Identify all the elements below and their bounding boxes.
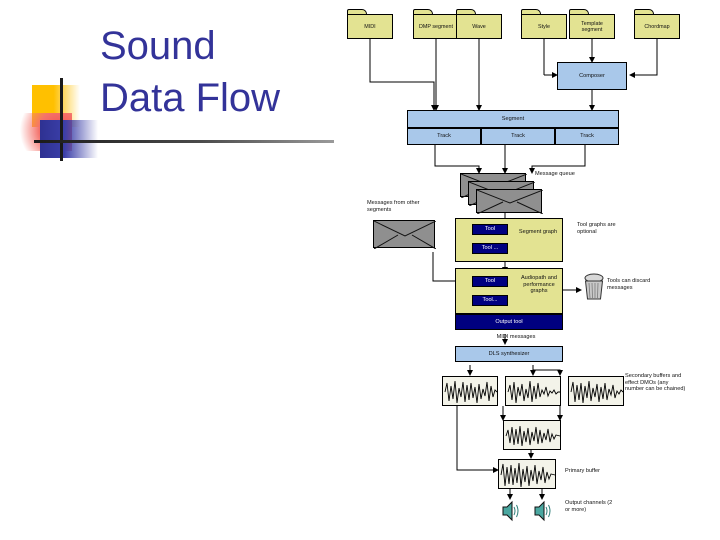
decor-vertical-rule bbox=[60, 78, 63, 161]
source-file-label: DMP segment bbox=[418, 24, 454, 30]
folder-body-icon bbox=[413, 14, 459, 39]
audiopath-tool-1[interactable]: Tool bbox=[472, 276, 508, 287]
folder-body-icon bbox=[521, 14, 567, 39]
folder-tab-icon bbox=[456, 9, 476, 16]
sound-data-flow-diagram: MIDI DMP segment Wave Style Template seg… bbox=[335, 0, 720, 540]
folder-tab-icon bbox=[521, 9, 541, 16]
source-file-midi[interactable]: MIDI bbox=[347, 9, 393, 39]
audiopath-graph-panel: Audiopath and performance graphs bbox=[455, 268, 563, 314]
title-block: Sound Data Flow bbox=[0, 0, 340, 200]
audiopath-graph-label: Audiopath and performance graphs bbox=[520, 275, 558, 295]
segment-track-1[interactable]: Track bbox=[407, 128, 481, 145]
segment-graph-tool-1[interactable]: Tool bbox=[472, 224, 508, 235]
folder-body-icon bbox=[634, 14, 680, 39]
segment-node[interactable]: Segment bbox=[407, 110, 619, 128]
midi-messages-label: MIDI messages bbox=[496, 334, 536, 340]
source-file-style[interactable]: Style bbox=[521, 9, 567, 39]
message-queue-label: Message queue bbox=[535, 171, 575, 177]
composer-node[interactable]: Composer bbox=[557, 62, 627, 90]
other-messages-label: Messages from other segments bbox=[367, 200, 420, 213]
speaker-icon-right bbox=[532, 500, 552, 522]
decor-blue-square bbox=[40, 120, 98, 158]
folder-body-icon bbox=[569, 14, 615, 39]
message-queue-envelope-1 bbox=[476, 189, 543, 214]
folder-tab-icon bbox=[347, 9, 367, 16]
secondary-buffer-3 bbox=[568, 376, 624, 406]
source-file-wave[interactable]: Wave bbox=[456, 9, 502, 39]
segment-graph-tool-2[interactable]: Tool ... bbox=[472, 243, 508, 254]
source-file-template-segment[interactable]: Template segment bbox=[569, 9, 615, 39]
source-file-label: Style bbox=[538, 24, 550, 30]
folder-tab-icon bbox=[634, 9, 654, 16]
other-messages-envelope bbox=[373, 220, 436, 249]
folder-body-icon bbox=[347, 14, 393, 39]
decor-horizontal-rule bbox=[34, 140, 334, 143]
source-file-dmp-segment[interactable]: DMP segment bbox=[413, 9, 459, 39]
source-file-label: Chordmap bbox=[644, 24, 670, 30]
segment-graph-label: Segment graph bbox=[518, 229, 558, 235]
speaker-icon-left bbox=[500, 500, 520, 522]
segment-track-2[interactable]: Track bbox=[481, 128, 555, 145]
secondary-buffer-2 bbox=[505, 376, 561, 406]
output-channels-label: Output channels (2 or more) bbox=[565, 500, 613, 513]
source-file-label: Wave bbox=[472, 24, 486, 30]
page-title-line2: Data Flow bbox=[100, 76, 281, 120]
source-file-chordmap[interactable]: Chordmap bbox=[634, 9, 680, 39]
dls-synthesizer-node[interactable]: DLS synthesizer bbox=[455, 346, 563, 362]
folder-tab-icon bbox=[413, 9, 433, 16]
folder-body-icon bbox=[456, 14, 502, 39]
trash-can-icon bbox=[583, 272, 605, 300]
output-tool-node[interactable]: Output tool bbox=[455, 314, 563, 330]
note-secondary-buffers: Secondary buffers and effect DMOs (any n… bbox=[625, 373, 686, 393]
primary-buffer-label: Primary buffer bbox=[565, 468, 601, 474]
audiopath-tool-2[interactable]: Tool... bbox=[472, 295, 508, 306]
mix-buffer bbox=[503, 420, 561, 450]
secondary-buffer-1 bbox=[442, 376, 498, 406]
source-file-label: MIDI bbox=[364, 24, 376, 30]
folder-tab-icon bbox=[569, 9, 589, 16]
segment-track-3[interactable]: Track bbox=[555, 128, 619, 145]
source-file-label: Template segment bbox=[581, 21, 603, 33]
note-tool-graphs-optional: Tool graphs are optional bbox=[577, 222, 616, 235]
note-tools-discard: Tools can discard messages bbox=[607, 278, 651, 291]
page-title: Sound Data Flow bbox=[100, 20, 340, 124]
page-title-line1: Sound bbox=[100, 24, 216, 68]
primary-buffer bbox=[498, 459, 556, 489]
